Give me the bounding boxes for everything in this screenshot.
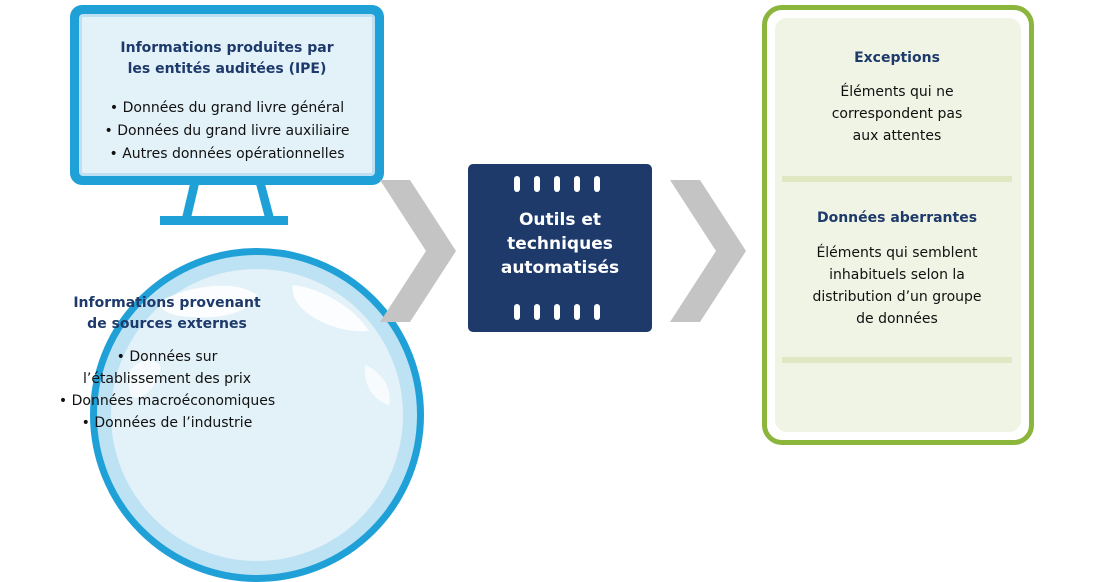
ipe-item-operational: Autres données opérationnelles [82,143,372,166]
arrow-right-icon [380,180,456,322]
outliers-text: Éléments qui semblent inhabituels selon … [812,245,982,327]
monitor-icon: Informations produites par les entités a… [70,5,384,185]
divider [782,357,1012,363]
ipe-item-subsidiary-ledger: Données du grand livre auxiliaire [82,120,372,143]
results-panel-fill [775,18,1021,432]
monitor-stand [160,184,288,225]
outliers-title: Données aberrantes [816,210,978,226]
external-sources-list: Données sur l’établissement des prix Don… [0,346,334,434]
exceptions-title: Exceptions [854,50,940,66]
ipe-title: Informations produites par les entités a… [120,40,334,77]
ipe-list: Données du grand livre général Données d… [82,97,372,166]
arrow-right-icon [670,180,746,322]
external-item-industry: Données de l’industrie [0,412,334,434]
chip-icon: Outils et techniques automatisés [468,164,652,332]
chip-contacts [514,176,600,320]
divider [782,176,1012,182]
external-sources-title: Informations provenant de sources extern… [73,295,261,332]
automated-tools-label: Outils et techniques automatisés [500,210,620,278]
exceptions-text: Éléments qui ne correspondent pas aux at… [831,84,963,144]
external-item-macro: Données macroéconomiques [0,390,334,412]
external-item-pricing: Données sur l’établissement des prix [0,346,334,390]
monitor-screen: Informations produites par les entités a… [79,14,375,176]
ipe-item-general-ledger: Données du grand livre général [82,97,372,120]
